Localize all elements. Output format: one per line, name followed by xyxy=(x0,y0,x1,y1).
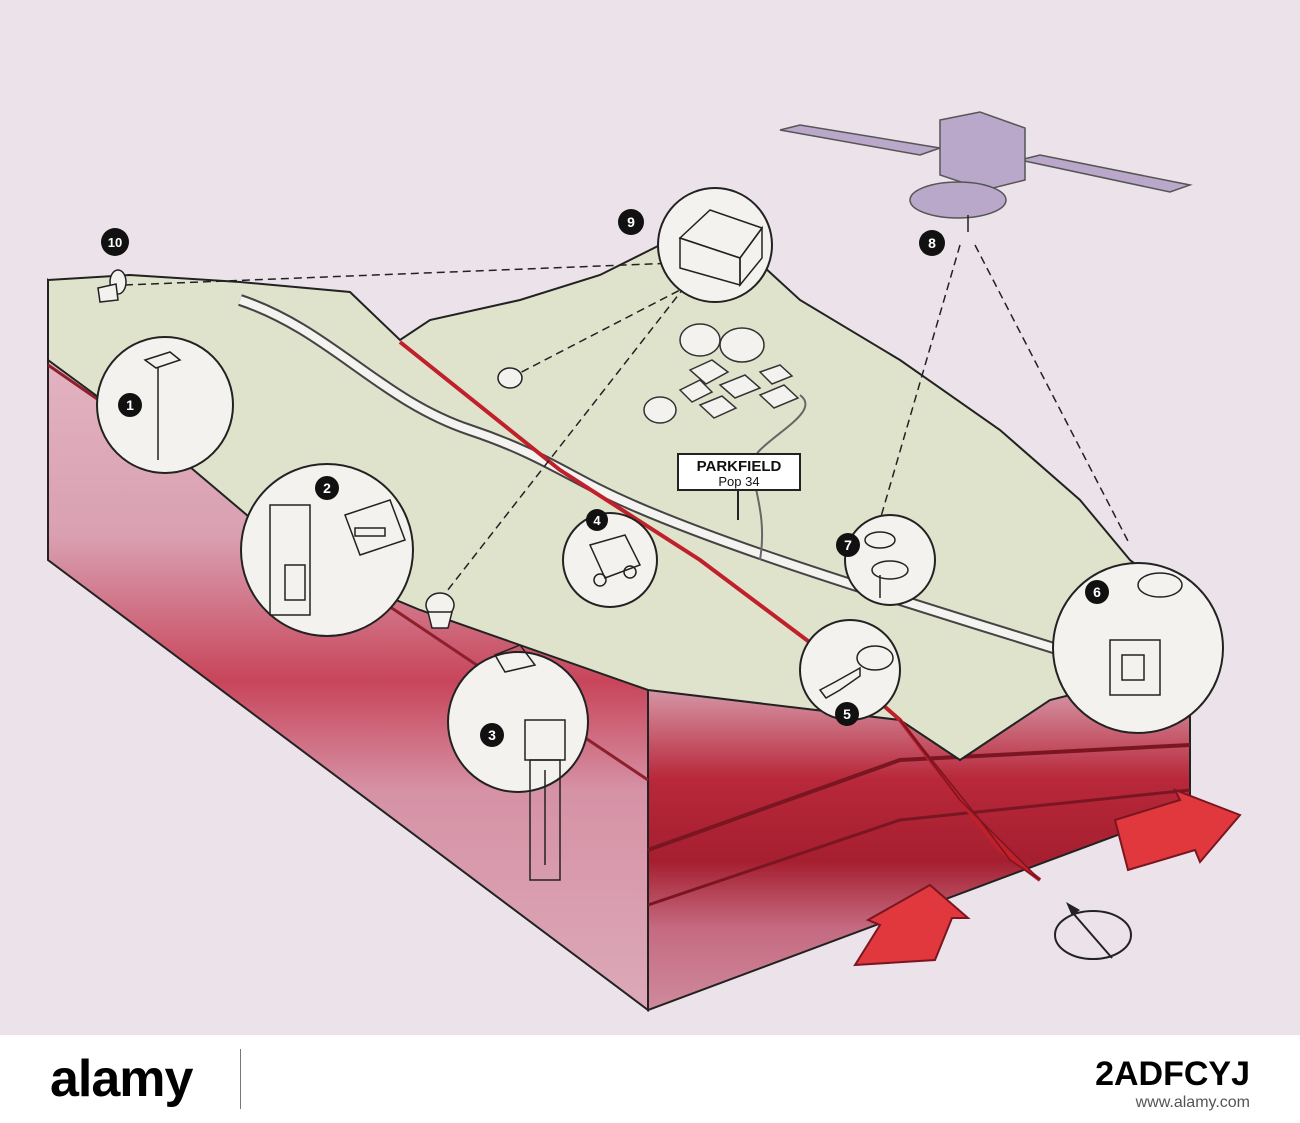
number-markers: 1 2 3 4 5 6 7 8 9 10 xyxy=(101,209,1109,747)
inset-circle-6 xyxy=(1052,562,1224,734)
town-population: Pop 34 xyxy=(718,474,759,489)
small-instruments xyxy=(97,269,523,629)
inset-circle-3 xyxy=(447,651,589,793)
svg-text:4: 4 xyxy=(593,513,601,528)
marker-6: 6 xyxy=(1085,580,1109,604)
telemetry-links xyxy=(124,244,1131,601)
marker-2: 2 xyxy=(315,476,339,500)
marker-9: 9 xyxy=(618,209,644,235)
plate-motion-arrow-left xyxy=(853,883,971,967)
svg-text:6: 6 xyxy=(1093,584,1101,600)
strata-line-front-lower xyxy=(647,788,1191,907)
marker-5: 5 xyxy=(835,702,859,726)
inset-circle-9 xyxy=(657,187,773,303)
fault-plane xyxy=(899,719,1041,881)
marker-8: 8 xyxy=(919,230,945,256)
north-compass-icon xyxy=(1054,902,1132,960)
parkfield-town xyxy=(643,323,807,561)
svg-text:5: 5 xyxy=(843,706,851,722)
marker-7: 7 xyxy=(836,533,860,557)
svg-text:8: 8 xyxy=(928,235,936,251)
svg-text:10: 10 xyxy=(108,235,122,250)
svg-text:9: 9 xyxy=(627,214,635,230)
marker-3: 3 xyxy=(480,723,504,747)
image-id: 2ADFCYJ xyxy=(1095,1055,1250,1093)
marker-10: 10 xyxy=(101,228,129,256)
marker-4: 4 xyxy=(586,509,608,531)
site-url: www.alamy.com xyxy=(1135,1094,1250,1111)
svg-text:2: 2 xyxy=(323,480,331,496)
footer-divider xyxy=(240,1049,241,1109)
inset-circle-7 xyxy=(844,514,936,606)
watermark-footer: alamy 2ADFCYJ www.alamy.com xyxy=(0,1035,1300,1123)
svg-text:3: 3 xyxy=(488,727,496,743)
svg-text:1: 1 xyxy=(126,397,134,413)
inset-circles xyxy=(96,187,1224,793)
marker-1: 1 xyxy=(118,393,142,417)
satellite xyxy=(779,111,1193,232)
town-name: PARKFIELD xyxy=(697,458,782,475)
illustration: PARKFIELD Pop 34 xyxy=(0,0,1300,1035)
plate-motion-arrow-right xyxy=(1113,788,1242,872)
brand-logo: alamy xyxy=(50,1050,193,1108)
strata-line-front xyxy=(647,743,1191,852)
inset-drawings xyxy=(143,209,1183,881)
inset-circle-4 xyxy=(562,512,658,608)
parkfield-fault-diagram: PARKFIELD Pop 34 xyxy=(47,111,1242,1012)
svg-text:7: 7 xyxy=(844,537,852,553)
town-sign: PARKFIELD Pop 34 xyxy=(677,453,801,520)
inset-circle-1 xyxy=(96,336,234,474)
image-meta: 2ADFCYJ www.alamy.com xyxy=(1010,1053,1250,1112)
